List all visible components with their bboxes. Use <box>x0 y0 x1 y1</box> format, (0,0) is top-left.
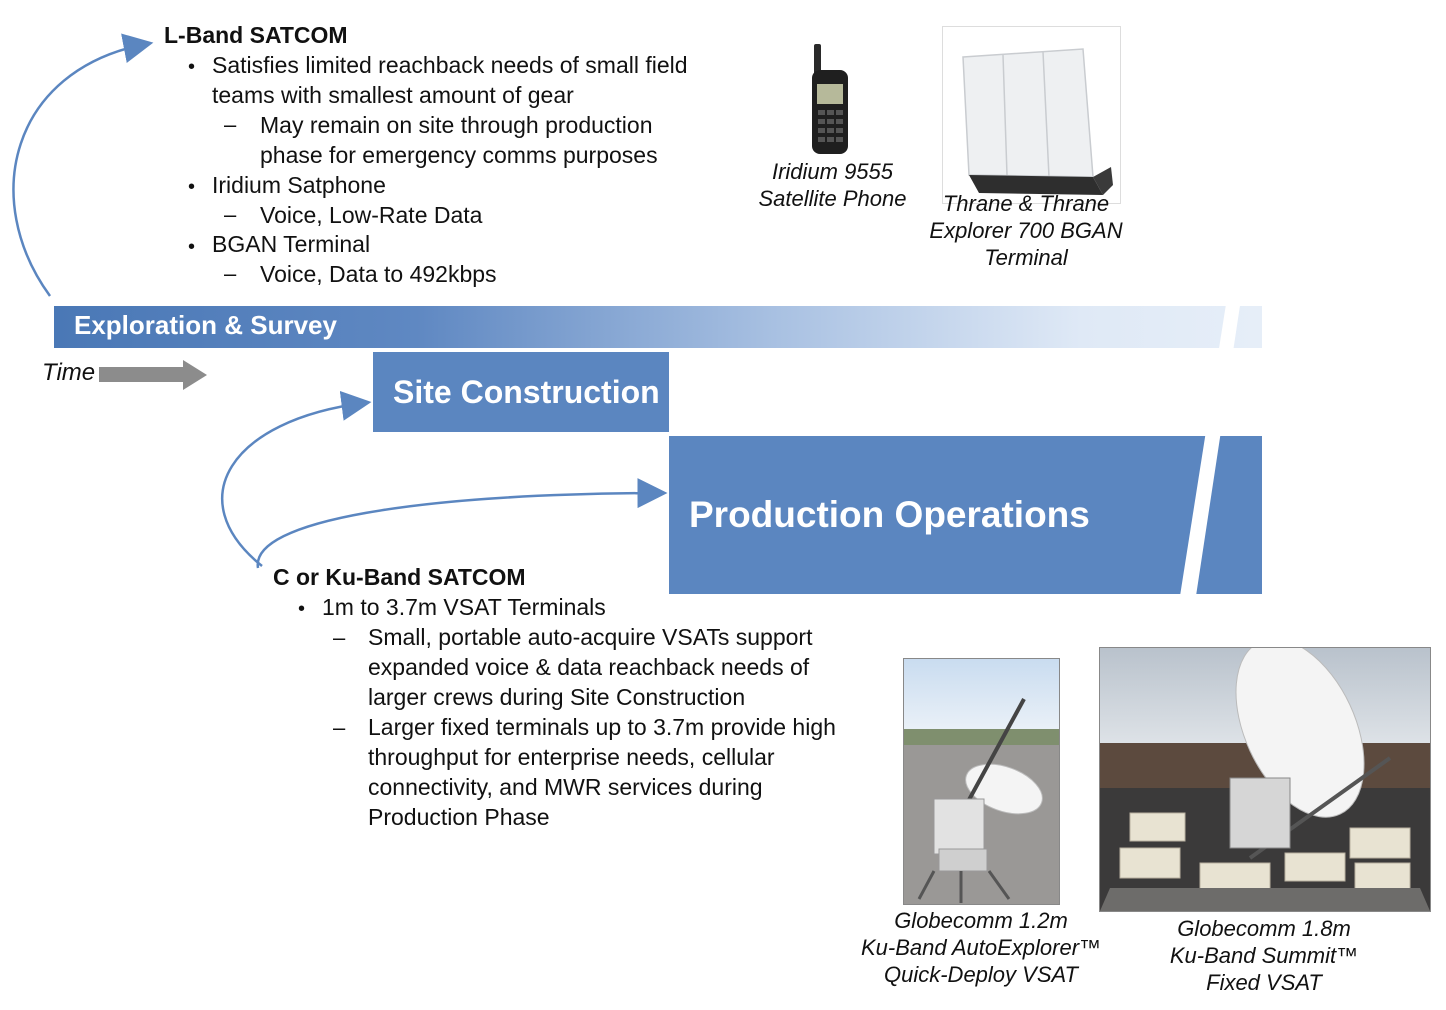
exploration-phase-bar <box>54 306 1262 348</box>
time-label: Time <box>42 359 96 386</box>
cku-title: C or Ku-Band SATCOM <box>273 564 526 590</box>
thrane-caption-line3: Terminal <box>984 245 1068 270</box>
cku-sub-2-line3: connectivity, and MWR services during <box>368 774 763 800</box>
production-operations-label: Production Operations <box>689 494 1090 535</box>
lband-title: L-Band SATCOM <box>164 22 348 48</box>
iridium-caption-line1: Iridium 9555 <box>771 159 894 184</box>
bullet-dot: • <box>188 236 196 258</box>
bullet-dot: • <box>188 56 196 78</box>
summit-caption: Globecomm 1.8m Ku-Band Summit™ Fixed VSA… <box>1150 915 1378 996</box>
bgan-terminal-image <box>942 26 1121 204</box>
sub-dash: – <box>224 112 237 137</box>
sub-dash: – <box>224 261 237 286</box>
lband-bullet-3: BGAN Terminal <box>212 231 371 257</box>
cku-sub-1-line3: larger crews during Site Construction <box>368 684 746 710</box>
thrane-caption-line1: Thrane & Thrane <box>942 191 1110 216</box>
summit-caption-line2: Ku-Band Summit™ <box>1169 943 1359 968</box>
lband-sub-1-line1: May remain on site through production <box>260 112 653 138</box>
summit-vsat-image <box>1099 647 1431 912</box>
cku-bullet-1: 1m to 3.7m VSAT Terminals <box>322 594 606 620</box>
thrane-caption: Thrane & Thrane Explorer 700 BGAN Termin… <box>920 190 1132 271</box>
iridium-caption-line2: Satellite Phone <box>758 186 907 211</box>
time-arrow-icon <box>99 360 207 390</box>
autoexplorer-vsat-image <box>903 658 1060 905</box>
lband-sub-3: Voice, Data to 492kbps <box>260 261 497 287</box>
thrane-caption-line2: Explorer 700 BGAN <box>929 218 1123 243</box>
arrow-to-lband <box>12 33 154 297</box>
summit-caption-line1: Globecomm 1.8m <box>1177 916 1351 941</box>
sub-dash: – <box>333 625 346 650</box>
lband-bullet-1-line2: teams with smallest amount of gear <box>212 82 574 108</box>
production-operations-phase-box <box>669 436 1262 594</box>
satellite-phone-image <box>812 44 848 154</box>
autoexplorer-caption-line1: Globecomm 1.2m <box>894 908 1068 933</box>
site-construction-phase-box <box>373 352 669 432</box>
cku-sub-1-line1: Small, portable auto-acquire VSATs suppo… <box>368 624 813 650</box>
exploration-phase-label: Exploration & Survey <box>74 310 337 340</box>
bullet-dot: • <box>188 176 196 198</box>
arrow-to-production <box>256 478 668 569</box>
arrow-to-site-construction <box>221 390 372 567</box>
autoexplorer-caption-line3: Quick-Deploy VSAT <box>884 962 1078 987</box>
lband-bullet-1-line1: Satisfies limited reachback needs of sma… <box>212 52 688 78</box>
cku-sub-2-line1: Larger fixed terminals up to 3.7m provid… <box>368 714 836 740</box>
sub-dash: – <box>224 202 237 227</box>
lband-sub-1-line2: phase for emergency comms purposes <box>260 142 658 168</box>
summit-caption-line3: Fixed VSAT <box>1206 970 1322 995</box>
cku-sub-2-line4: Production Phase <box>368 804 550 830</box>
site-construction-label: Site Construction <box>393 374 660 410</box>
cku-sub-1-line2: expanded voice & data reachback needs of <box>368 654 810 680</box>
cku-sub-2-line2: throughput for enterprise needs, cellula… <box>368 744 775 770</box>
timeline-break-slash <box>1180 266 1246 596</box>
iridium-caption: Iridium 9555 Satellite Phone <box>740 158 925 212</box>
lband-bullet-2: Iridium Satphone <box>212 172 386 198</box>
bullet-dot: • <box>298 598 306 620</box>
autoexplorer-caption-line2: Ku-Band AutoExplorer™ <box>860 935 1102 960</box>
lband-sub-2: Voice, Low-Rate Data <box>260 202 483 228</box>
sub-dash: – <box>333 715 346 740</box>
autoexplorer-caption: Globecomm 1.2m Ku-Band AutoExplorer™ Qui… <box>858 907 1104 988</box>
